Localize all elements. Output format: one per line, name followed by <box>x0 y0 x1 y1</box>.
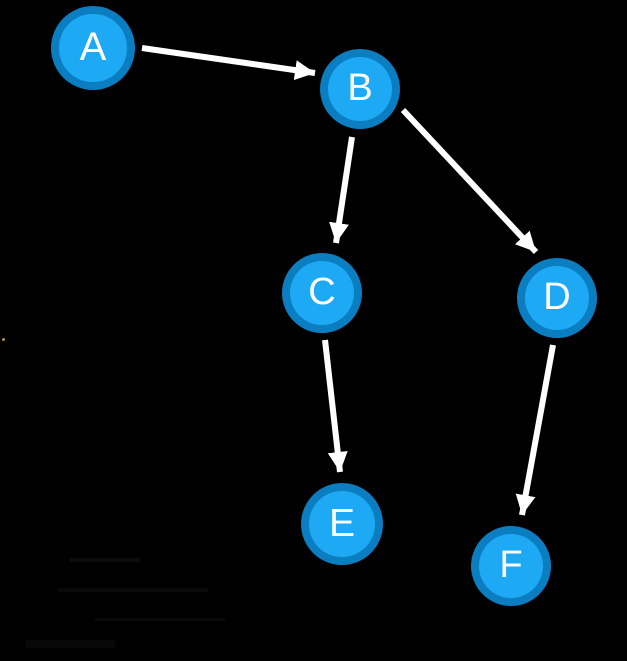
graph-node-fill: F <box>479 534 543 598</box>
edge-A-B <box>141 45 316 81</box>
graph-node-label: F <box>499 544 523 586</box>
edge-D-F <box>515 344 556 516</box>
edge-C-E <box>322 339 348 473</box>
graph-node-F[interactable]: F <box>471 526 551 606</box>
graph-node-E[interactable]: E <box>301 483 383 565</box>
graph-node-label: A <box>79 25 107 69</box>
edge-B-C <box>329 136 355 244</box>
edge-B-D <box>400 107 539 255</box>
graph-node-fill: B <box>328 57 392 121</box>
graph-node-A[interactable]: A <box>51 6 135 90</box>
graph-node-label: D <box>543 276 571 318</box>
graph-node-fill: C <box>290 261 354 325</box>
graph-node-fill: E <box>309 491 375 557</box>
graph-node-label: E <box>328 501 355 545</box>
graph-node-fill: A <box>59 14 127 82</box>
graph-node-D[interactable]: D <box>517 258 597 338</box>
graph-node-label: C <box>308 271 336 313</box>
graph-node-label: B <box>347 67 373 109</box>
graph-node-fill: D <box>525 266 589 330</box>
edges-group <box>141 45 556 516</box>
graph-node-C[interactable]: C <box>282 253 362 333</box>
graph-node-B[interactable]: B <box>320 49 400 129</box>
